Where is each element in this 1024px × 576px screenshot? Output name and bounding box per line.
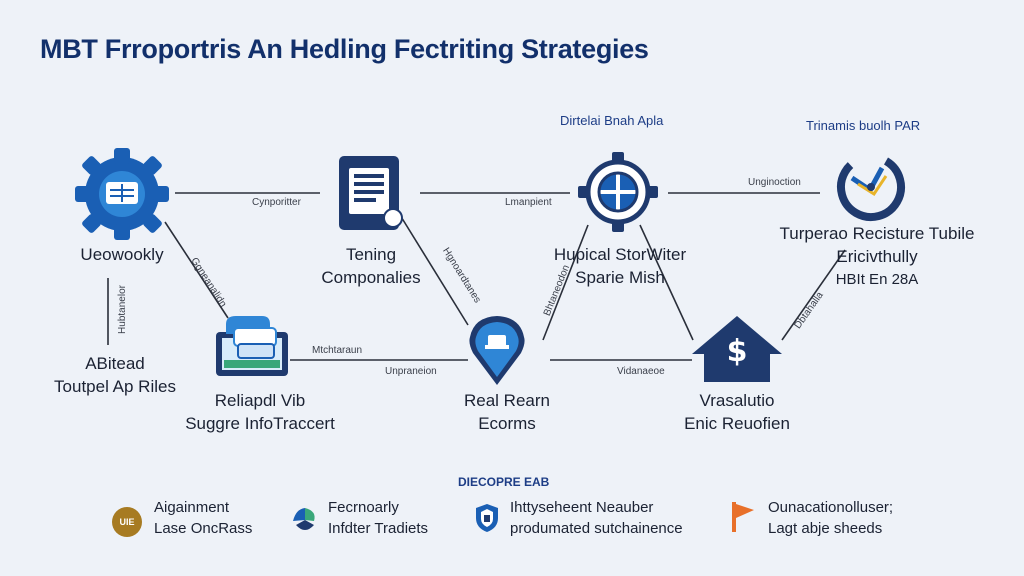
node-left-line2: Toutpel Ap Riles [54, 377, 176, 396]
node-gauge-line2: Ericivthully [836, 247, 918, 266]
edge-target-house-diag [639, 224, 694, 341]
legend-item-1-line2: Lase OncRass [154, 520, 253, 537]
edge-doc-pin [399, 214, 469, 326]
document-icon [335, 154, 409, 234]
leaf-icon [290, 505, 320, 535]
edge-label-vertical-left: Hubtanelor [116, 285, 128, 334]
shield-icon [474, 502, 500, 534]
node-pin-label: Real Rearn Ecorms [440, 389, 574, 435]
node-target-line1: Hupical StorWiter [553, 245, 687, 264]
node-left-text: ABitead Toutpel Ap Riles [40, 352, 190, 398]
devices-icon [212, 314, 294, 380]
legend-item-3-line2: produmated sutchainence [510, 520, 683, 537]
node-house-line2: Enic Reuofien [684, 414, 790, 433]
node-device-line2: Suggre InfoTraccert [185, 414, 335, 433]
node-document-line2: Componalies [321, 268, 421, 287]
node-pin-line1: Real Rearn [464, 391, 550, 410]
legend-item-3-text: Ihttyseheent Neauber produmated sutchain… [510, 497, 683, 539]
legend-item-1-line1: Aigainment [154, 499, 230, 516]
page-title: MBT Frroportris An Hedling Fectriting St… [40, 34, 649, 64]
node-document-label: Tening Componalies [300, 243, 442, 289]
legend-item-3-line1: Ihttyseheent Neauber [510, 499, 654, 516]
edge-label-device-pin-bottom: Unpraneion [385, 366, 437, 377]
header-center: Dirtelai Bnah Apla [560, 113, 664, 128]
location-pin-icon [468, 313, 526, 387]
node-document-line1: Tening [345, 245, 397, 264]
legend-item-4-line1: Ounacationolluser; [768, 499, 894, 516]
edge-target-pin-diag [542, 224, 589, 341]
node-target-label: Hupical StorWiter Sparie Mish [535, 243, 705, 289]
node-gauge-line1: Turperao Recisture Tubile [779, 224, 975, 243]
node-gauge-line3: HBIt En 28A [835, 271, 919, 288]
node-house-label: Vrasalutio Enic Reuofien [660, 389, 814, 435]
gauge-icon [832, 148, 910, 226]
badge-icon: UIE [112, 507, 142, 537]
node-gear-label: Ueowookly [80, 245, 164, 264]
crosshair-icon [576, 150, 660, 234]
legend-item-2-text: Fecrnoarly Infdter Tradiets [328, 497, 428, 539]
edge-gauge-house [781, 249, 846, 341]
legend-item-2-line2: Infdter Tradiets [328, 520, 429, 537]
header-right: Trinamis buolh PAR [806, 118, 921, 133]
node-house-line1: Vrasalutio [699, 391, 775, 410]
legend-item-4-text: Ounacationolluser; Lagt abje sheeds [768, 497, 893, 539]
dollar-symbol: $ [726, 334, 748, 369]
node-target-line2: Sparie Mish [575, 268, 665, 287]
node-gauge-label: Turperao Recisture Tubile Ericivthully H… [766, 222, 988, 291]
gear-icon [72, 146, 172, 242]
flag-icon [728, 500, 758, 534]
legend-header: DIECOPRE EAB [458, 475, 550, 489]
node-device-label: Reliapdl Vib Suggre InfoTraccert [175, 389, 345, 435]
legend-item-1-text: Aigainment Lase OncRass [154, 497, 252, 539]
edge-label-target-gauge: Unginoction [748, 177, 801, 188]
legend-item-2-line1: Fecrnoarly [328, 499, 399, 516]
edge-label-device-pin-top: Mtchtaraun [312, 345, 363, 356]
edge-label-pin-house: Vidanaeoe [617, 366, 665, 377]
edge-gear-device [164, 221, 229, 319]
edge-label-gear-doc: Cynporitter [252, 197, 301, 208]
node-pin-line2: Ecorms [478, 414, 536, 433]
dollar-house-icon: $ [690, 312, 784, 384]
edge-label-doc-target: Lmanpient [505, 197, 552, 208]
node-left-line1: ABitead [85, 354, 145, 373]
node-device-line1: Reliapdl Vib [214, 391, 306, 410]
legend-item-4-line2: Lagt abje sheeds [768, 520, 883, 537]
